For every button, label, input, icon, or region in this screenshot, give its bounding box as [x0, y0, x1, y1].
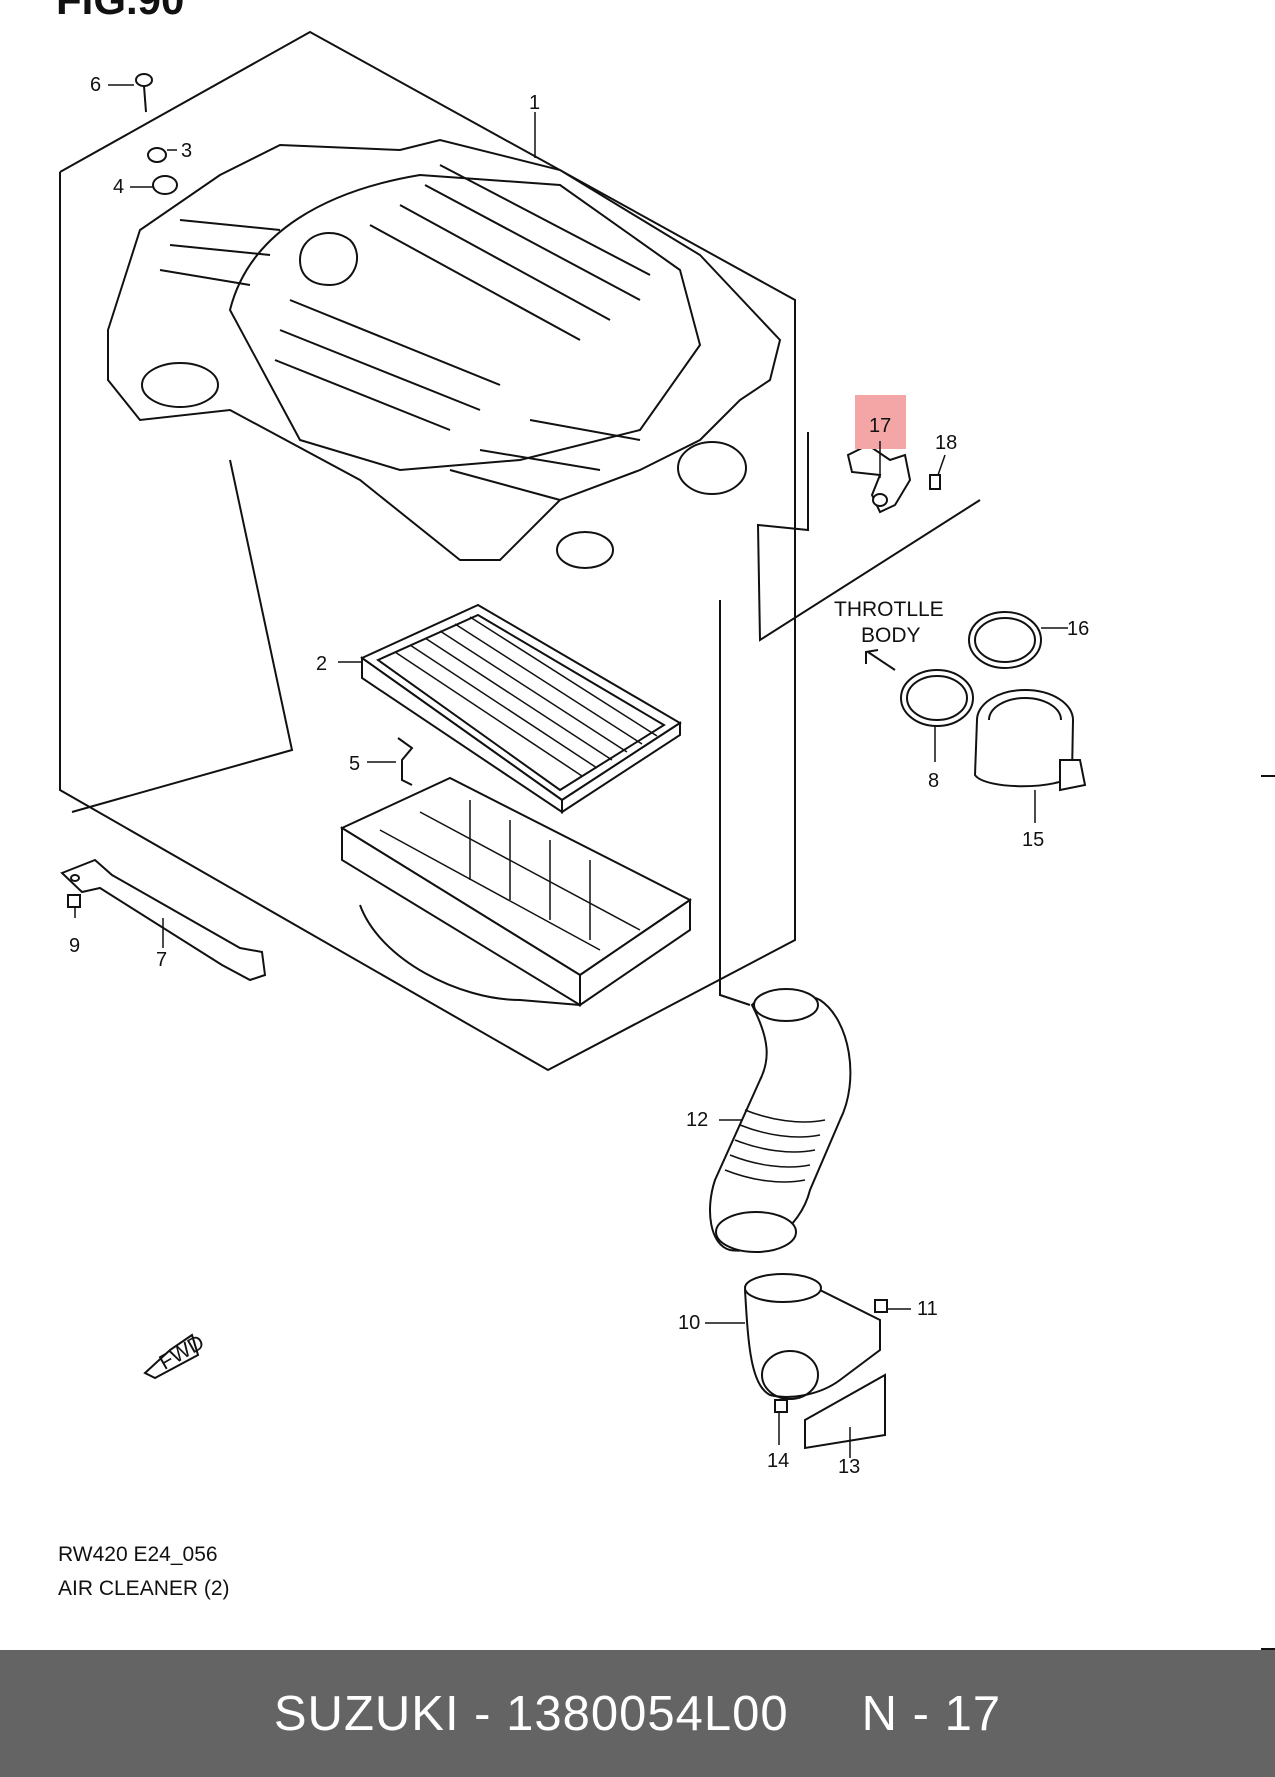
- highlight-box: [855, 395, 906, 449]
- figure-code: RW420 E24_056: [58, 1543, 218, 1566]
- callout-2: 2: [316, 653, 327, 675]
- callout-8: 8: [928, 770, 939, 792]
- callout-16: 16: [1067, 618, 1089, 640]
- callout-14: 14: [767, 1450, 789, 1472]
- figure-label: FIG.90: [56, 0, 184, 24]
- callout-5: 5: [349, 753, 360, 775]
- callout-7: 7: [156, 949, 167, 971]
- callout-18: 18: [935, 432, 957, 454]
- intake-hose: [709, 988, 852, 1253]
- part-info-bar: SUZUKI - 1380054L00 N - 17: [0, 1650, 1275, 1777]
- grommet-hardware: [135, 73, 178, 195]
- parts-diagram: FWD THROTLLE BODY 6 3 4 1 2 5 9 7: [59, 30, 1089, 1478]
- leader-lines: [74, 84, 1068, 1458]
- clip: [397, 737, 414, 786]
- callout-13: 13: [838, 1456, 860, 1478]
- callout-6: 6: [90, 74, 101, 96]
- air-cleaner-lower-case: [339, 776, 692, 1007]
- edge-mark: [1261, 775, 1275, 777]
- callout-10: 10: [678, 1312, 700, 1334]
- callout-4: 4: [113, 176, 124, 198]
- hose-clamps: [900, 611, 1042, 727]
- fwd-arrow-icon: FWD: [143, 1331, 208, 1380]
- callout-15: 15: [1022, 829, 1044, 851]
- callout-9: 9: [69, 935, 80, 957]
- air-flow-meter: [973, 689, 1087, 792]
- callout-11: 11: [917, 1298, 938, 1320]
- air-filter-element: [360, 603, 682, 814]
- throttle-body-label-line2: BODY: [861, 624, 921, 647]
- air-cleaner-upper-case: [107, 138, 782, 569]
- callout-3: 3: [181, 140, 192, 162]
- fwd-label: FWD: [155, 1331, 208, 1375]
- air-temperature-sensor: [846, 443, 941, 514]
- throttle-body-label-line1: THROTLLE: [834, 598, 944, 621]
- part-info-text: SUZUKI - 1380054L00 N - 17: [273, 1687, 1002, 1741]
- callout-1: 1: [529, 92, 540, 114]
- inlet-elbow: [743, 1273, 888, 1450]
- throttle-body-arrow-icon: [865, 649, 896, 671]
- figure-caption: AIR CLEANER (2): [58, 1577, 230, 1600]
- callout-12: 12: [686, 1109, 708, 1131]
- callout-numbers: 6 3 4 1 2 5 9 7 12 10 11 14 13 16 8 15 1…: [69, 74, 1089, 1478]
- callout-17: 17: [869, 415, 891, 437]
- edge-mark: [1261, 1648, 1275, 1650]
- assembly-boundary: [59, 30, 981, 1072]
